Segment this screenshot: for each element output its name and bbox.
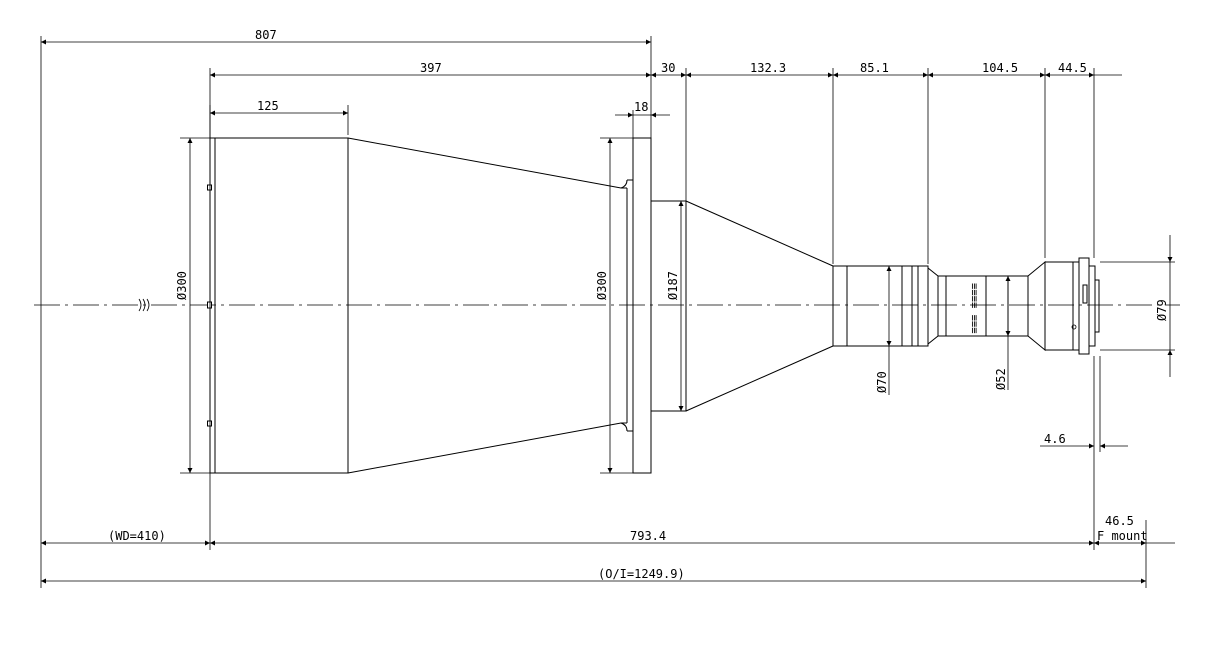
label-104: 104.5 — [982, 61, 1018, 75]
taper-cone — [347, 137, 627, 474]
label-dia-79: Ø79 — [1155, 299, 1169, 321]
lens-body: ≡≡≡≡ ≡≡≡ — [207, 137, 1100, 474]
second-cone — [685, 200, 834, 412]
barrel-70 — [832, 265, 929, 347]
label-wd: (WD=410) — [108, 529, 166, 543]
label-132: 132.3 — [750, 61, 786, 75]
lens-marking: ≡≡≡≡ ≡≡≡ — [968, 283, 980, 334]
front-hood — [209, 137, 349, 474]
f-mount — [1078, 257, 1090, 355]
label-f-mount: F mount — [1097, 529, 1148, 543]
label-dia-70: Ø70 — [875, 371, 889, 393]
label-44: 44.5 — [1058, 61, 1087, 75]
label-dia-300-flange: Ø300 — [595, 271, 609, 300]
dimension-labels: 807 397 30 132.3 85.1 104.5 44.5 125 18 … — [108, 28, 1169, 581]
rear-body — [1044, 261, 1080, 351]
dimension-lines — [40, 36, 1175, 588]
label-793: 793.4 — [630, 529, 666, 543]
label-397: 397 — [420, 61, 442, 75]
flange-neck — [650, 200, 687, 412]
label-807: 807 — [255, 28, 277, 42]
label-dia-187: Ø187 — [666, 271, 680, 300]
label-dia-52: Ø52 — [994, 368, 1008, 390]
label-46-5: 46.5 — [1105, 514, 1134, 528]
label-dia-300-front: Ø300 — [175, 271, 189, 300]
neck-52 — [937, 275, 1029, 337]
label-30: 30 — [661, 61, 675, 75]
label-4-6: 4.6 — [1044, 432, 1066, 446]
axis-break-symbol — [138, 298, 150, 312]
label-oi: (O/I=1249.9) — [598, 567, 685, 581]
label-18: 18 — [634, 100, 648, 114]
label-85: 85.1 — [860, 61, 889, 75]
label-125: 125 — [257, 99, 279, 113]
flange — [632, 137, 652, 474]
